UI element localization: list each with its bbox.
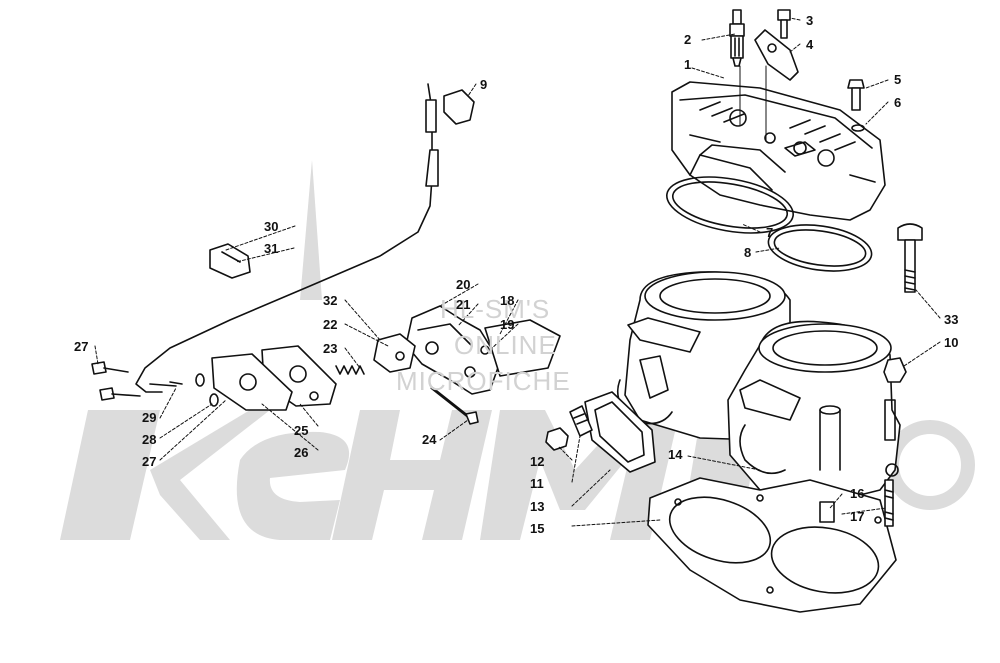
callout-18: 18 xyxy=(500,293,515,308)
callout-14: 14 xyxy=(668,447,683,462)
callout-4: 4 xyxy=(806,37,814,52)
head-gasket-8 xyxy=(767,224,873,272)
plate-26 xyxy=(211,353,293,411)
stud-17 xyxy=(884,479,894,527)
callout-16: 16 xyxy=(850,486,865,501)
plate-4 xyxy=(754,29,799,81)
spark-plug xyxy=(729,9,745,67)
callout-19: 19 xyxy=(500,317,515,332)
spring-23 xyxy=(335,365,365,375)
callout-27-top: 27 xyxy=(74,339,89,354)
pin-29 xyxy=(149,381,183,387)
callout-5: 5 xyxy=(894,72,902,87)
stud-11 xyxy=(569,405,593,437)
watermark-line-2: ONLINE xyxy=(454,330,557,360)
callout-3: 3 xyxy=(806,13,814,28)
callout-23: 23 xyxy=(323,341,338,356)
callout-28: 28 xyxy=(142,432,157,447)
screw-27-bottom xyxy=(99,387,141,401)
callout-10: 10 xyxy=(944,335,959,350)
valve-housing xyxy=(405,305,501,395)
watermark-line-1: HL-SM'S xyxy=(440,294,551,324)
leader-lines xyxy=(94,17,941,527)
exhaust-gasket-13 xyxy=(584,391,656,473)
callout-32: 32 xyxy=(323,293,338,308)
clip-9 xyxy=(443,89,475,125)
cylinder-head xyxy=(671,81,886,221)
nut-12 xyxy=(545,427,569,451)
cable-31 xyxy=(135,83,439,393)
cover-18 xyxy=(484,319,561,377)
callout-33: 33 xyxy=(944,312,959,327)
callout-6: 6 xyxy=(894,95,902,110)
dowel-16 xyxy=(819,501,835,523)
callout-31: 31 xyxy=(264,241,279,256)
head-bolt-5 xyxy=(847,79,865,132)
head-gasket-7 xyxy=(666,176,794,234)
callout-12: 12 xyxy=(530,454,545,469)
clip-30 xyxy=(209,243,251,279)
callout-2: 2 xyxy=(684,32,692,47)
callout-11: 11 xyxy=(530,476,544,491)
callout-26: 26 xyxy=(294,445,309,460)
callout-7: 7 xyxy=(766,225,774,240)
callout-15: 15 xyxy=(530,521,545,536)
callout-17: 17 xyxy=(850,509,865,524)
callout-22: 22 xyxy=(323,317,338,332)
callout-30: 30 xyxy=(264,219,279,234)
callout-9: 9 xyxy=(480,77,488,92)
callout-27-bottom: 27 xyxy=(142,454,157,469)
callout-1: 1 xyxy=(684,57,692,72)
bolt-10 xyxy=(883,357,907,383)
washer-28 xyxy=(195,373,219,407)
valve-32 xyxy=(373,333,416,373)
stud-bolt-33 xyxy=(897,223,923,293)
callout-25: 25 xyxy=(294,423,309,438)
watermark-line-3: MICROFICHE xyxy=(396,366,571,396)
callout-21: 21 xyxy=(456,297,471,312)
screw-24 xyxy=(430,386,479,425)
cylinder-front xyxy=(727,320,901,506)
watermark-logo xyxy=(60,160,975,540)
screw-27-top xyxy=(91,361,129,375)
head-bolt-3 xyxy=(777,9,791,39)
callout-13: 13 xyxy=(530,499,545,514)
callout-24: 24 xyxy=(422,432,437,447)
callout-20: 20 xyxy=(456,277,471,292)
callout-8: 8 xyxy=(744,245,752,260)
callout-29: 29 xyxy=(142,410,157,425)
